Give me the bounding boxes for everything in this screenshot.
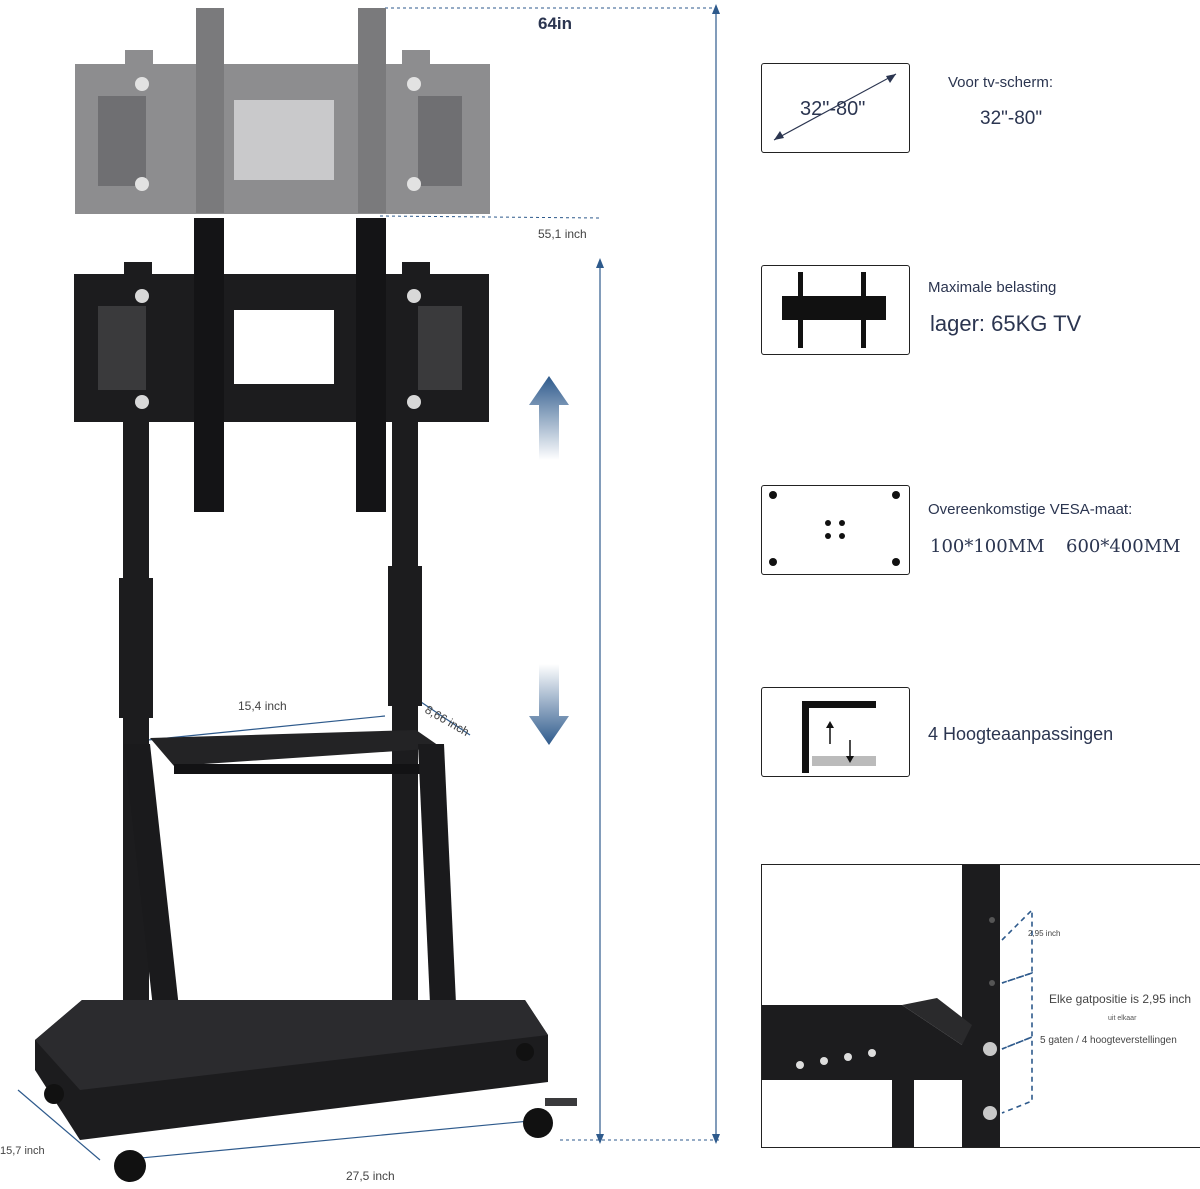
screen-size-label: Voor tv-scherm: <box>948 74 1054 91</box>
detail-illustration <box>762 865 1033 1147</box>
hole-spacing-label: 2,95 inch <box>1028 929 1061 938</box>
base <box>35 1000 548 1140</box>
base-width-label: 27,5 inch <box>346 1169 395 1183</box>
vesa-value-large: 600*400MM <box>1066 536 1181 557</box>
tv-stand-illustration: 64in 55,1 inch 15,4 inch 8,66 inch 15,7 … <box>0 4 720 1183</box>
screen-size-icon: 32"-80" <box>773 73 897 141</box>
height-adjust-box <box>761 687 910 777</box>
apart-text: uit elkaar <box>1108 1015 1137 1022</box>
shelf-width-label: 15,4 inch <box>238 699 287 713</box>
mount-frame <box>74 218 489 512</box>
load-bracket-icon <box>782 272 886 348</box>
total-height-label: 64in <box>538 14 572 33</box>
raised-mount-frame <box>75 8 490 214</box>
load-value: lager: 65KG TV <box>930 311 1082 336</box>
hole-spacing-text: Elke gatpositie is 2,95 inch <box>1049 992 1192 1006</box>
wheels <box>44 1043 577 1182</box>
vesa-holes-icon <box>769 491 900 566</box>
mount-height-label: 55,1 inch <box>538 227 587 241</box>
load-label: Maximale belasting <box>928 279 1057 296</box>
base-depth-label: 15,7 inch <box>0 1145 45 1157</box>
vesa-box <box>761 485 910 575</box>
shelf <box>150 730 442 774</box>
detail-panel: 2,95 inch Elke gatpositie is 2,95 inch u… <box>761 864 1200 1148</box>
arrow-down-icon <box>529 664 569 745</box>
dimension-lines <box>17 7 720 1161</box>
height-adjust-icon <box>802 701 876 773</box>
height-adjust-label: 4 Hoogteaanpassingen <box>928 724 1114 744</box>
screen-size-icon-label: 32"-80" <box>800 98 865 120</box>
shelf-depth-label: 8,66 inch <box>423 702 472 738</box>
arrow-up-icon <box>529 376 569 460</box>
vesa-value-small: 100*100MM <box>930 536 1045 557</box>
holes-count-text: 5 gaten / 4 hoogteverstellingen <box>1040 1035 1177 1046</box>
screen-size-value: 32"-80" <box>980 108 1043 129</box>
vesa-label: Overeenkomstige VESA-maat: <box>928 501 1133 518</box>
load-box <box>761 265 910 355</box>
screen-size-box: 32"-80" <box>761 63 910 153</box>
